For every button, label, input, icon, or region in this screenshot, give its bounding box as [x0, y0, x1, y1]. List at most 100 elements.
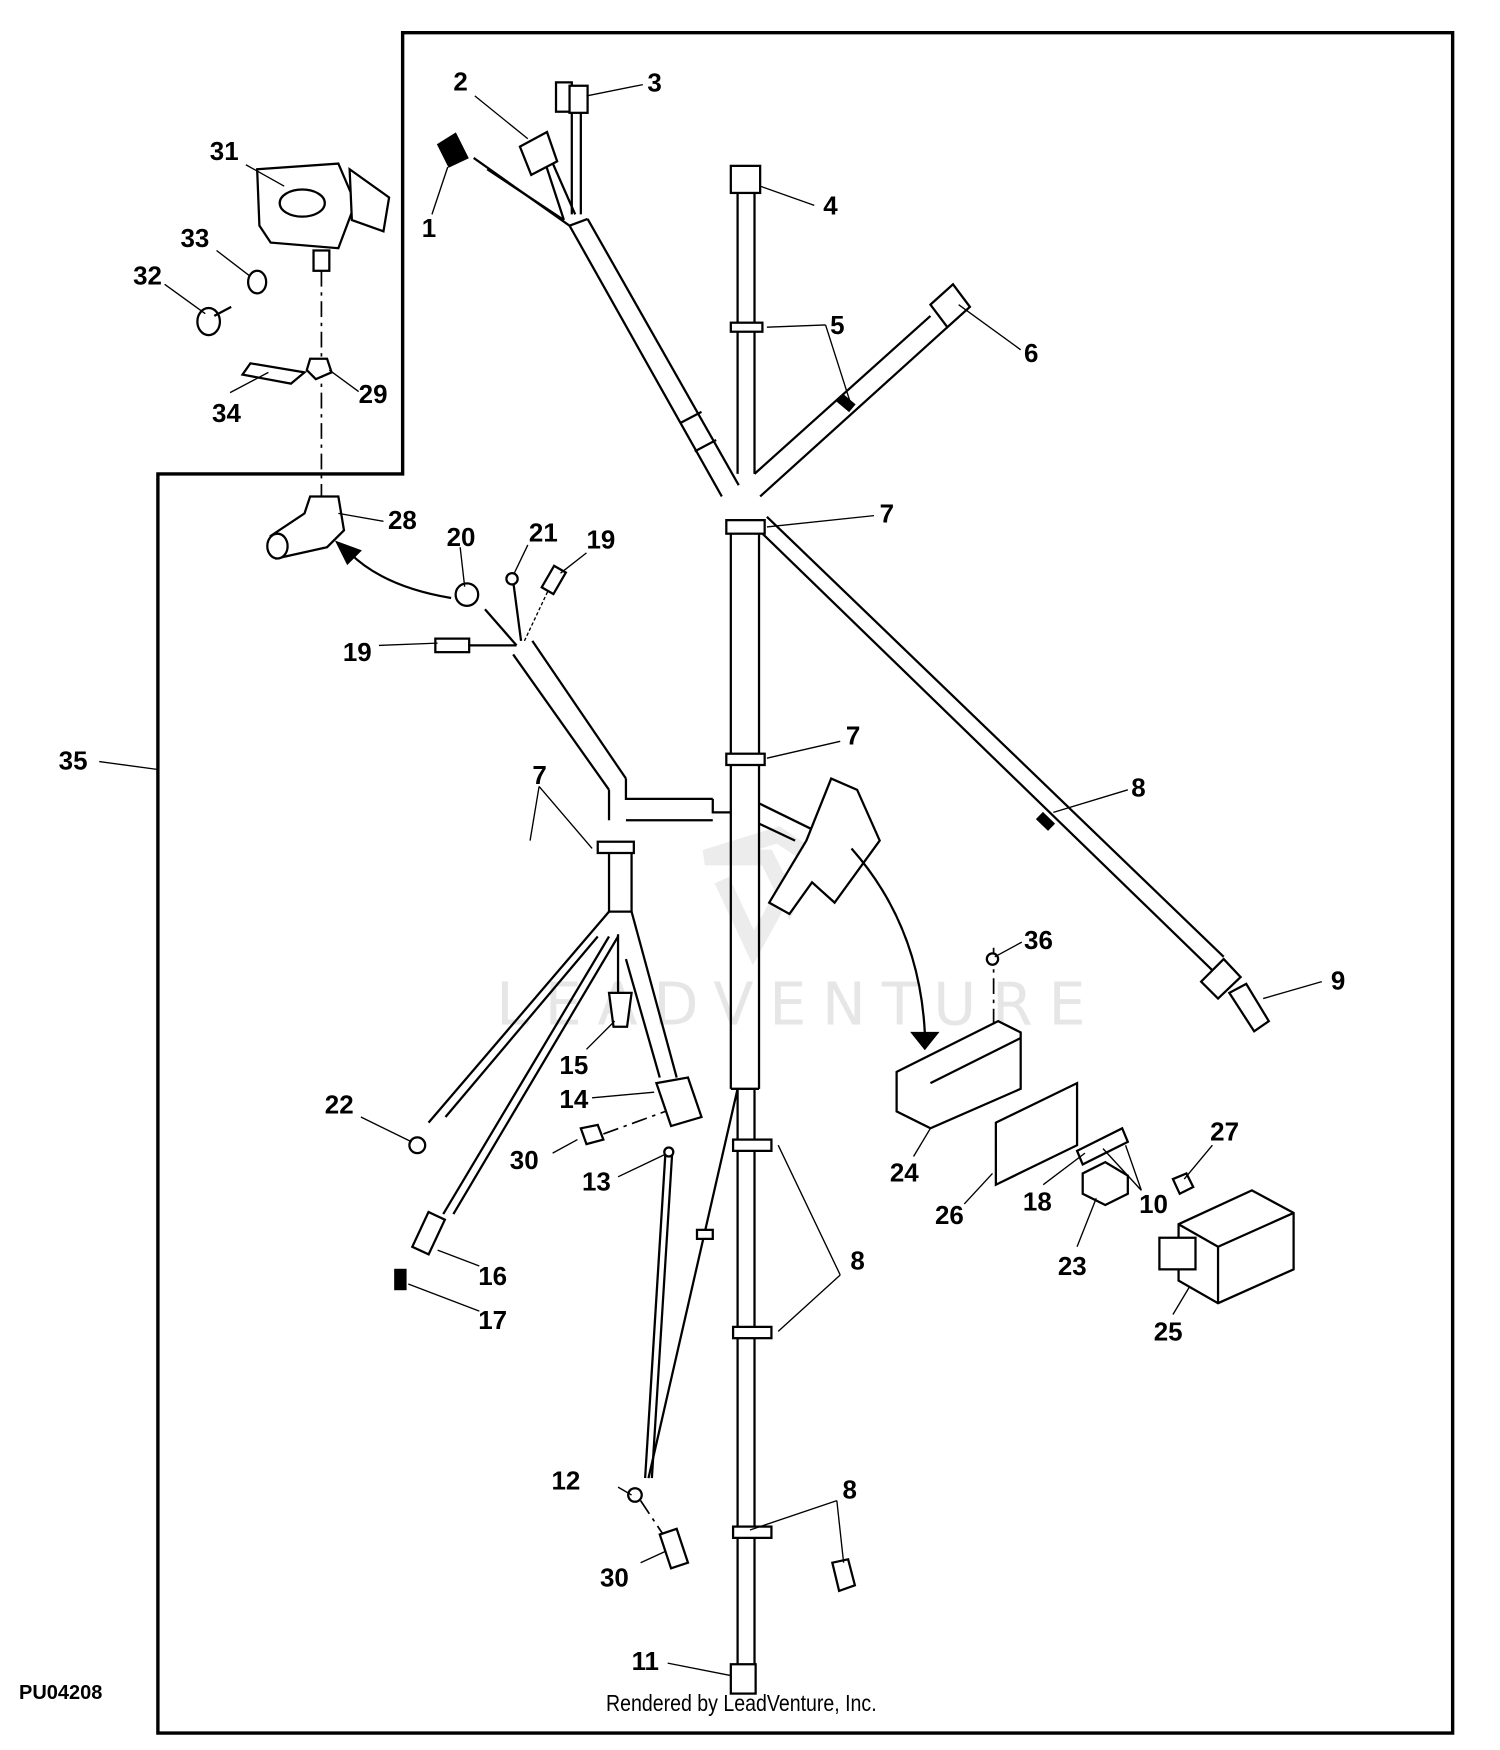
clamp-7a-icon	[725, 519, 766, 535]
callout-13: 13	[582, 1168, 611, 1196]
fuse-block-24-icon	[895, 1019, 1022, 1130]
grommet-15-icon	[607, 991, 633, 1028]
leader-lines	[99, 83, 1322, 1677]
callout-7a: 7	[880, 500, 894, 528]
arrow-head-icon	[334, 540, 362, 566]
callout-25: 25	[1154, 1318, 1183, 1346]
arrow-20-to-28	[348, 552, 452, 600]
nut-29-icon	[305, 357, 333, 381]
harness-frame-35	[156, 31, 1455, 1735]
callout-30a: 30	[510, 1147, 539, 1175]
fuse-parts	[895, 947, 1295, 1305]
callouts: 1 2 3 4 5 6 7 7 7 8 8 8 9 10 11 12 13 14…	[59, 68, 1346, 1676]
ground-terminal-14-icon	[654, 1076, 703, 1128]
callout-8a: 8	[1131, 775, 1145, 803]
terminal-16-icon	[410, 1210, 447, 1256]
callout-29: 29	[359, 381, 388, 409]
callout-36: 36	[1024, 927, 1053, 955]
callout-18: 18	[1023, 1189, 1052, 1217]
terminal-21-icon	[505, 572, 519, 586]
callout-32: 32	[133, 262, 162, 290]
callout-11: 11	[632, 1648, 659, 1676]
clamp-8d-icon	[1035, 811, 1056, 831]
callout-26: 26	[935, 1202, 964, 1230]
arrow-to-24	[850, 847, 926, 1033]
callout-28: 28	[388, 507, 417, 535]
callout-9: 9	[1331, 968, 1345, 996]
connector-19b-icon	[540, 564, 568, 596]
connector-9-icon	[1199, 957, 1243, 1001]
callout-8b: 8	[850, 1247, 864, 1275]
connector-19a-icon	[434, 637, 471, 654]
callout-35: 35	[59, 747, 88, 775]
callout-30b: 30	[600, 1564, 629, 1592]
callout-8c: 8	[842, 1476, 856, 1504]
render-credit: Rendered by LeadVenture, Inc.	[606, 1690, 877, 1716]
callout-15: 15	[559, 1052, 588, 1080]
callout-20: 20	[447, 524, 476, 552]
branch-upper-right	[729, 282, 972, 498]
screw-36-icon	[985, 952, 1000, 966]
terminal-13-icon	[663, 1146, 675, 1158]
callout-17: 17	[478, 1307, 507, 1335]
bolt-30a-icon	[579, 1123, 605, 1146]
clamp-5a-icon	[729, 321, 764, 333]
callout-34: 34	[212, 400, 241, 428]
callout-3: 3	[647, 69, 661, 97]
clamp-7b-icon	[725, 752, 766, 767]
module-25-icon	[1177, 1189, 1295, 1305]
clamp-8c-icon	[731, 1525, 773, 1540]
callout-24: 24	[890, 1159, 919, 1187]
fuse-27-icon	[1171, 1171, 1195, 1196]
callout-19b: 19	[343, 639, 372, 667]
callout-6: 6	[1024, 340, 1038, 368]
clamp-8a-icon	[731, 1138, 773, 1152]
callout-5: 5	[830, 312, 844, 340]
terminal-17-icon	[394, 1268, 407, 1291]
connector-1-icon	[436, 132, 469, 168]
callout-27: 27	[1210, 1119, 1239, 1147]
terminal-12-icon	[627, 1487, 643, 1503]
decal-34-icon	[240, 362, 308, 385]
callout-16: 16	[478, 1263, 507, 1291]
branch-lower-left	[394, 910, 739, 1570]
decal-26-icon	[994, 1081, 1079, 1187]
callout-22: 22	[325, 1092, 354, 1120]
clamp-8-loose-icon	[830, 1557, 857, 1593]
inset-parts	[196, 162, 391, 560]
branch-left	[434, 564, 731, 913]
arrow-head-icon	[910, 1031, 940, 1051]
callout-23: 23	[1058, 1253, 1087, 1281]
figure-id: PU04208	[19, 1682, 103, 1704]
relay-23-icon	[1081, 1160, 1129, 1207]
callout-1: 1	[422, 215, 436, 243]
bolt-30b-icon	[658, 1527, 690, 1570]
clamp-8b-icon	[731, 1325, 773, 1340]
main-trunk	[729, 164, 762, 1695]
fuses-10-icon	[1075, 1126, 1130, 1166]
callout-7c: 7	[532, 762, 546, 790]
bolt-32-icon	[196, 306, 222, 337]
terminal-20-icon	[454, 582, 480, 608]
callout-10: 10	[1139, 1191, 1168, 1219]
terminal-9-icon	[1227, 982, 1271, 1033]
branch-upper-left	[436, 81, 740, 498]
connector-11-icon	[729, 1663, 757, 1695]
callout-19a: 19	[586, 526, 615, 554]
connector-6-icon	[928, 282, 972, 329]
callout-21: 21	[529, 520, 558, 548]
clamp-7c-icon	[596, 840, 635, 855]
connector-2-icon	[518, 130, 559, 177]
terminal-22-icon	[408, 1136, 427, 1155]
callout-14: 14	[559, 1086, 588, 1114]
washer-33-icon	[246, 269, 268, 295]
connector-4-icon	[729, 164, 762, 195]
connector-3b-icon	[568, 84, 589, 114]
callout-7b: 7	[846, 723, 860, 751]
callout-4: 4	[823, 192, 838, 220]
callout-12: 12	[552, 1467, 581, 1495]
fuse-bracket	[758, 777, 881, 916]
branch-lower-right	[758, 515, 1271, 1033]
clamp-8e-icon	[695, 1228, 714, 1241]
